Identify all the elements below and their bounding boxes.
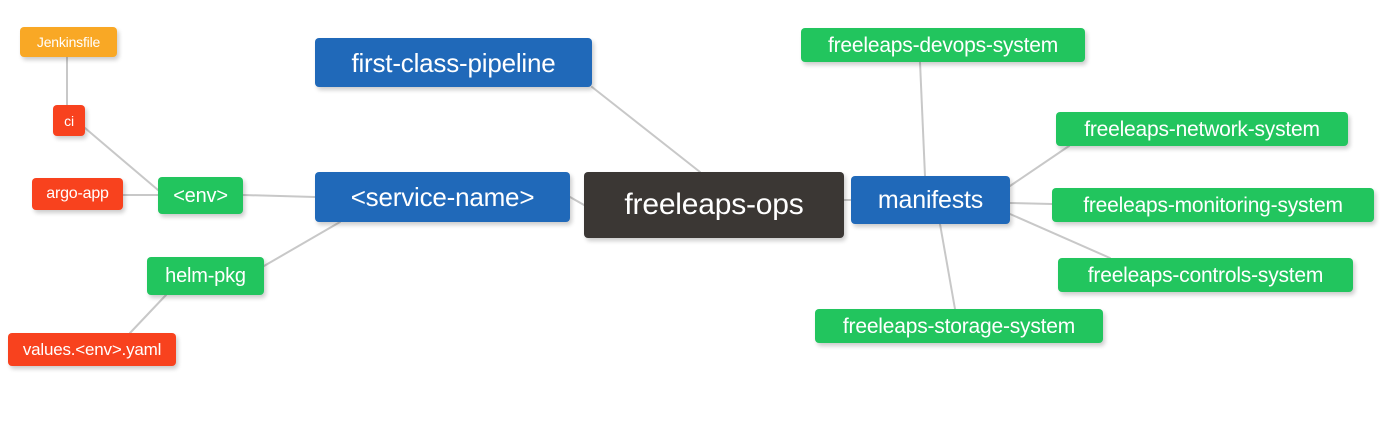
node-label-jenkinsfile: Jenkinsfile — [36, 34, 101, 50]
edge-manifests-devops — [919, 61, 926, 177]
node-label-ci: ci — [64, 112, 74, 129]
node-ci[interactable]: ci — [53, 105, 85, 136]
node-freeleaps-ops[interactable]: freeleaps-ops — [584, 172, 844, 238]
node-freeleaps-monitoring-system[interactable]: freeleaps-monitoring-system — [1052, 188, 1374, 222]
node-label-argo-app: argo-app — [46, 185, 109, 202]
node-label-freeleaps-network-system: freeleaps-network-system — [1084, 117, 1320, 141]
node-freeleaps-storage-system[interactable]: freeleaps-storage-system — [815, 309, 1103, 343]
node-first-class-pipeline[interactable]: first-class-pipeline — [315, 38, 592, 87]
edge-root-service — [569, 196, 585, 206]
edge-service-env — [242, 194, 316, 198]
node-service-name[interactable]: <service-name> — [315, 172, 570, 222]
node-label-helm-pkg: helm-pkg — [165, 265, 246, 287]
edge-root-pipeline — [591, 86, 701, 173]
node-label-freeleaps-monitoring-system: freeleaps-monitoring-system — [1083, 193, 1343, 217]
edge-manifests-network — [1009, 145, 1070, 187]
node-label-values-env-yaml: values.<env>.yaml — [22, 340, 162, 359]
node-jenkinsfile[interactable]: Jenkinsfile — [20, 27, 117, 57]
node-freeleaps-devops-system[interactable]: freeleaps-devops-system — [801, 28, 1085, 62]
node-freeleaps-controls-system[interactable]: freeleaps-controls-system — [1058, 258, 1353, 292]
node-label-freeleaps-ops: freeleaps-ops — [624, 188, 804, 221]
node-label-freeleaps-devops-system: freeleaps-devops-system — [828, 33, 1058, 57]
node-label-freeleaps-controls-system: freeleaps-controls-system — [1087, 263, 1324, 287]
node-label-service-name: <service-name> — [350, 182, 535, 212]
node-freeleaps-network-system[interactable]: freeleaps-network-system — [1056, 112, 1348, 146]
node-label-env: <env> — [173, 184, 228, 207]
node-label-first-class-pipeline: first-class-pipeline — [351, 47, 556, 78]
node-env[interactable]: <env> — [158, 177, 243, 214]
node-values-env-yaml[interactable]: values.<env>.yaml — [8, 333, 176, 366]
edge-manifests-monitoring — [1009, 202, 1053, 205]
node-label-manifests: manifests — [877, 185, 984, 214]
edge-helm-values — [129, 294, 167, 334]
edge-service-helm — [263, 221, 341, 267]
node-helm-pkg[interactable]: helm-pkg — [147, 257, 264, 295]
node-label-freeleaps-storage-system: freeleaps-storage-system — [842, 314, 1076, 338]
node-manifests[interactable]: manifests — [851, 176, 1010, 224]
edge-manifests-storage — [939, 223, 956, 310]
node-argo-app[interactable]: argo-app — [32, 178, 123, 210]
